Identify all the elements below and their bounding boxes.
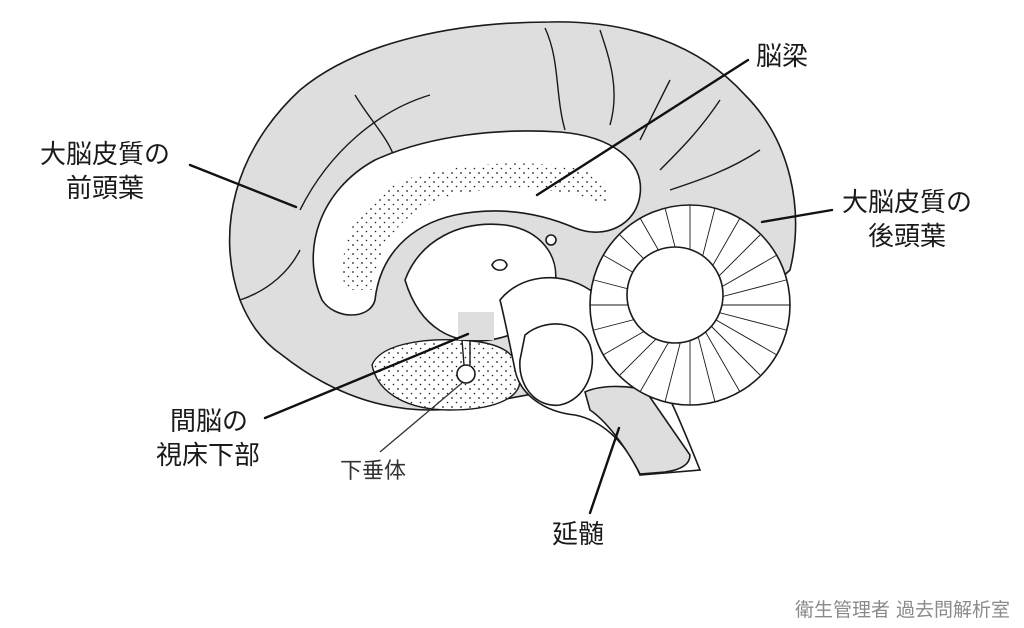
frontal-lobe-label-line1: 大脳皮質の: [40, 140, 171, 170]
watermark: 衛生管理者 過去問解析室: [794, 599, 1010, 621]
occipital-lobe-pointer: [760, 208, 834, 224]
pituitary-pointer: [379, 382, 463, 453]
frontal-lobe-label: 大脳皮質の 前頭葉: [40, 138, 170, 206]
corpus-callosum-label: 脳梁: [756, 40, 808, 74]
hypothalamus-label-line1: 間脳の: [170, 407, 249, 437]
callosum-dotted-band: [342, 163, 609, 290]
hypothalamus-pointer: [263, 332, 470, 420]
cerebellum-core: [626, 246, 724, 344]
frontal-lobe-label-line2: 前頭葉: [66, 174, 145, 204]
occipital-lobe-label: 大脳皮質の 後頭葉: [842, 186, 972, 254]
medulla-pointer: [588, 426, 621, 515]
corpus-callosum-pointer: [535, 58, 750, 197]
pituitary-label-text: 下垂体: [340, 459, 407, 484]
pituitary-label: 下垂体: [340, 455, 406, 489]
third-ventricle: [491, 258, 508, 272]
pons: [519, 323, 594, 406]
gyrus-lines: [239, 27, 761, 301]
occipital-lobe-label-line1: 大脳皮質の: [842, 188, 973, 218]
medulla-label-text: 延髄: [552, 520, 605, 550]
medulla-label: 延髄: [552, 518, 604, 552]
hypothalamus-label-line2: 視床下部: [156, 441, 261, 471]
hypothalamus-label: 間脳の 視床下部: [156, 405, 260, 473]
corpus-callosum-label-text: 脳梁: [756, 42, 809, 72]
pituitary-body: [456, 364, 476, 384]
medulla-shape: [584, 385, 691, 475]
interventricular-foramen: [545, 234, 557, 246]
frontal-lobe-pointer: [188, 163, 298, 209]
pituitary-stalk: [461, 339, 471, 366]
occipital-lobe-label-line2: 後頭葉: [868, 222, 947, 252]
